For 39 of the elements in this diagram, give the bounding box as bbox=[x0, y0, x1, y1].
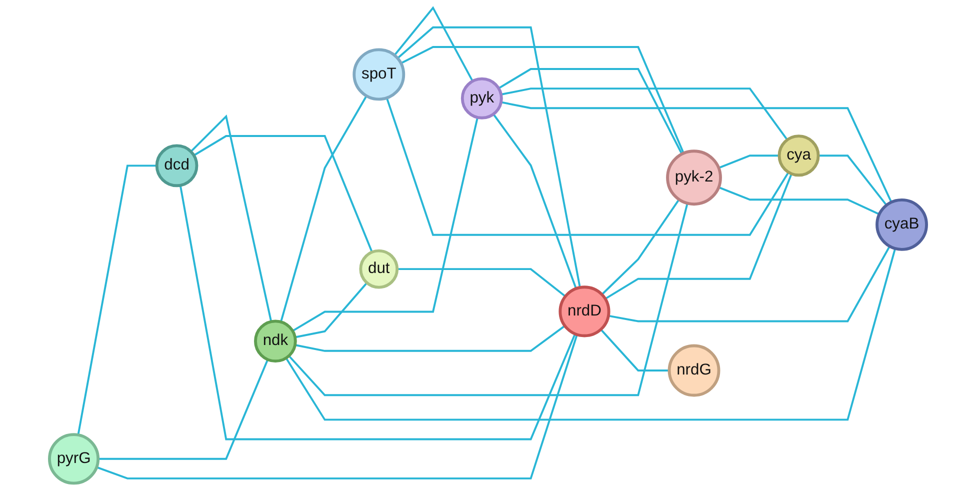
connector bbox=[500, 88, 788, 140]
connector bbox=[285, 248, 896, 421]
connector bbox=[718, 186, 880, 216]
connector bbox=[280, 95, 368, 322]
connector bbox=[604, 173, 792, 300]
node-circle: spoT bbox=[352, 48, 406, 101]
connector bbox=[608, 246, 891, 322]
connector bbox=[292, 117, 478, 332]
node-circle: pyrG bbox=[48, 433, 100, 485]
connector bbox=[386, 98, 790, 236]
connector bbox=[492, 114, 578, 289]
node-circle: ndk bbox=[254, 320, 297, 363]
connector bbox=[96, 334, 578, 480]
connector bbox=[394, 6, 474, 82]
node-circle: dut bbox=[359, 249, 399, 289]
connector bbox=[500, 101, 892, 203]
connector bbox=[601, 198, 680, 296]
node-circle: dcd bbox=[155, 144, 198, 188]
connector bbox=[818, 154, 888, 206]
node-circle: cyaB bbox=[876, 198, 928, 251]
connector bbox=[400, 46, 684, 154]
connector bbox=[396, 26, 581, 288]
connector bbox=[193, 135, 373, 253]
connector bbox=[294, 282, 368, 338]
connector bbox=[77, 164, 157, 436]
connector bbox=[397, 268, 566, 298]
connector bbox=[498, 68, 683, 154]
node-circle: pyk-2 bbox=[666, 150, 722, 206]
connector bbox=[718, 154, 780, 169]
node-circle: nrdG bbox=[668, 344, 720, 397]
connector bbox=[288, 203, 688, 396]
connector bbox=[179, 185, 576, 440]
node-circle: nrdD bbox=[558, 286, 610, 338]
connector bbox=[190, 114, 272, 322]
connector bbox=[98, 359, 269, 460]
node-circle: pyk bbox=[460, 77, 503, 120]
connector bbox=[294, 325, 566, 352]
node-circle: cya bbox=[778, 134, 820, 177]
connector bbox=[600, 328, 670, 372]
